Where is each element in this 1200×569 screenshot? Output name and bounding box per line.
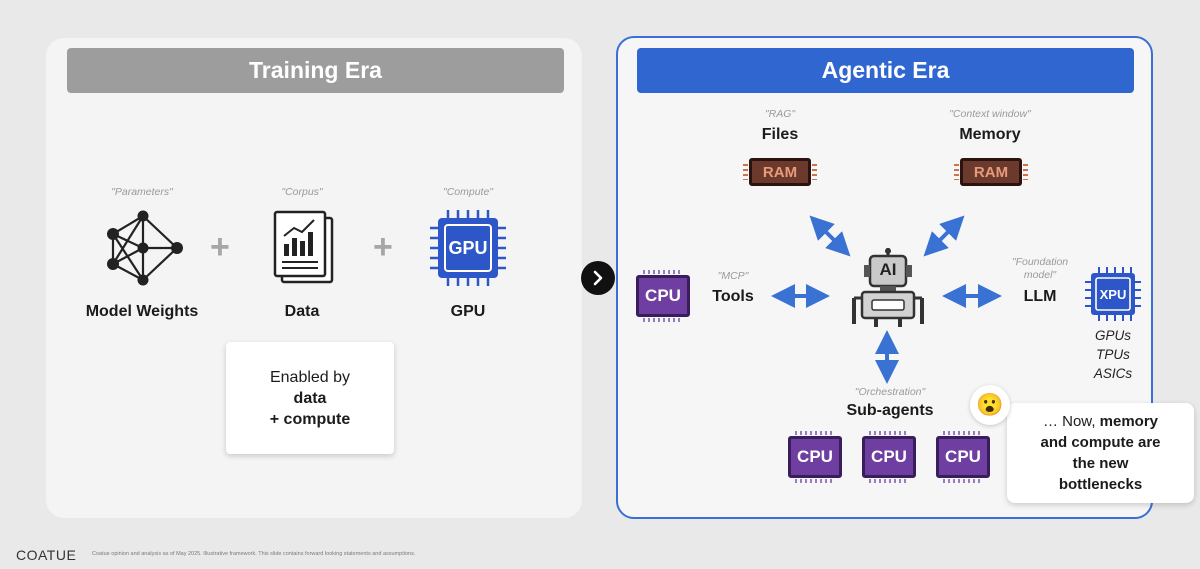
callout-memory: memory	[1099, 413, 1159, 430]
tools-cpu-text: CPU	[645, 286, 681, 305]
training-era-title: Training Era	[249, 57, 382, 83]
coatue-logo: COATUE	[16, 547, 77, 563]
tools-cpu-chip-icon: CPU	[636, 270, 690, 322]
robot-ai-text: AI	[879, 260, 897, 279]
context-window-quote: "Context window"	[949, 108, 1031, 120]
agentic-era-title: Agentic Era	[821, 57, 950, 83]
gpu-label: GPU	[450, 303, 486, 320]
enabled-by-text: Enabled by	[269, 368, 351, 386]
training-era-banner: Training Era	[67, 48, 564, 93]
xpu-chip-text: XPU	[1099, 286, 1127, 302]
subagent-cpu-chip-icon-1: CPU	[788, 431, 842, 483]
files-label: Files	[761, 126, 799, 143]
files-arrow	[809, 215, 851, 257]
tools-label: Tools	[712, 288, 754, 305]
document-chart-icon	[273, 210, 334, 284]
enabled-compute-text: + compute	[269, 410, 351, 428]
subagent-cpu-chip-icon-2: CPU	[862, 431, 916, 483]
subagent-cpu-text-1: CPU	[797, 447, 833, 466]
agentic-era-banner: Agentic Era	[637, 48, 1134, 93]
subagent-cpu-text-3: CPU	[945, 447, 981, 466]
connection-arrows	[771, 215, 1002, 384]
callout-line-3: the new	[1072, 455, 1129, 472]
memory-ram-chip-icon: RAM	[954, 158, 1028, 186]
compute-quote: "Compute"	[442, 186, 494, 198]
callout-line-2: and compute are	[1040, 434, 1161, 451]
gpus-text: GPUs	[1094, 328, 1131, 343]
ai-robot-icon: AI	[850, 248, 926, 328]
rag-quote: "RAG"	[764, 108, 796, 120]
callout-line-4: bottlenecks	[1058, 476, 1143, 493]
transition-arrow-icon	[581, 261, 615, 295]
plus-sign-1: +	[210, 228, 230, 266]
orchestration-quote: "Orchestration"	[854, 386, 926, 398]
files-ram-text: RAM	[762, 163, 798, 181]
footer-disclaimer: Coatue opinion and analysis as of May 20…	[92, 551, 416, 557]
memory-ram-text: RAM	[973, 163, 1009, 181]
plus-sign-2: +	[373, 228, 393, 266]
callout-line-1: … Now, memory	[1043, 411, 1158, 432]
enabled-by-card: Enabled by data + compute	[226, 342, 394, 454]
accelerator-list: GPUs TPUs ASICs	[1080, 326, 1146, 383]
files-ram-chip-icon: RAM	[743, 158, 817, 186]
callout-prefix: … Now,	[1042, 413, 1100, 430]
tpus-text: TPUs	[1096, 347, 1130, 362]
neural-network-icon	[107, 210, 183, 286]
corpus-quote: "Corpus"	[281, 186, 323, 198]
llm-label: LLM	[1023, 288, 1057, 305]
data-label: Data	[284, 303, 320, 320]
subagents-label: Sub-agents	[846, 402, 934, 419]
subagent-cpu-chip-icon-3: CPU	[936, 431, 990, 483]
mcp-quote: "MCP"	[717, 270, 749, 282]
memory-label: Memory	[959, 126, 1021, 143]
asics-text: ASICs	[1093, 366, 1133, 381]
enabled-data-text: data	[293, 389, 327, 407]
foundation-quote: "Foundation	[1011, 256, 1069, 268]
memory-arrow	[923, 215, 965, 257]
gpu-chip-text: GPU	[448, 237, 488, 258]
gpu-chip-icon: GPU	[428, 208, 508, 288]
model-quote: model"	[1023, 269, 1057, 281]
model-weights-label: Model Weights	[85, 303, 199, 320]
surprised-emoji-icon: 😮	[970, 385, 1010, 425]
subagent-cpu-text-2: CPU	[871, 447, 907, 466]
xpu-chip-icon: XPU	[1084, 266, 1142, 322]
bottleneck-callout: … Now, memory and compute are the new bo…	[1007, 403, 1194, 503]
parameters-quote: "Parameters"	[111, 186, 173, 198]
